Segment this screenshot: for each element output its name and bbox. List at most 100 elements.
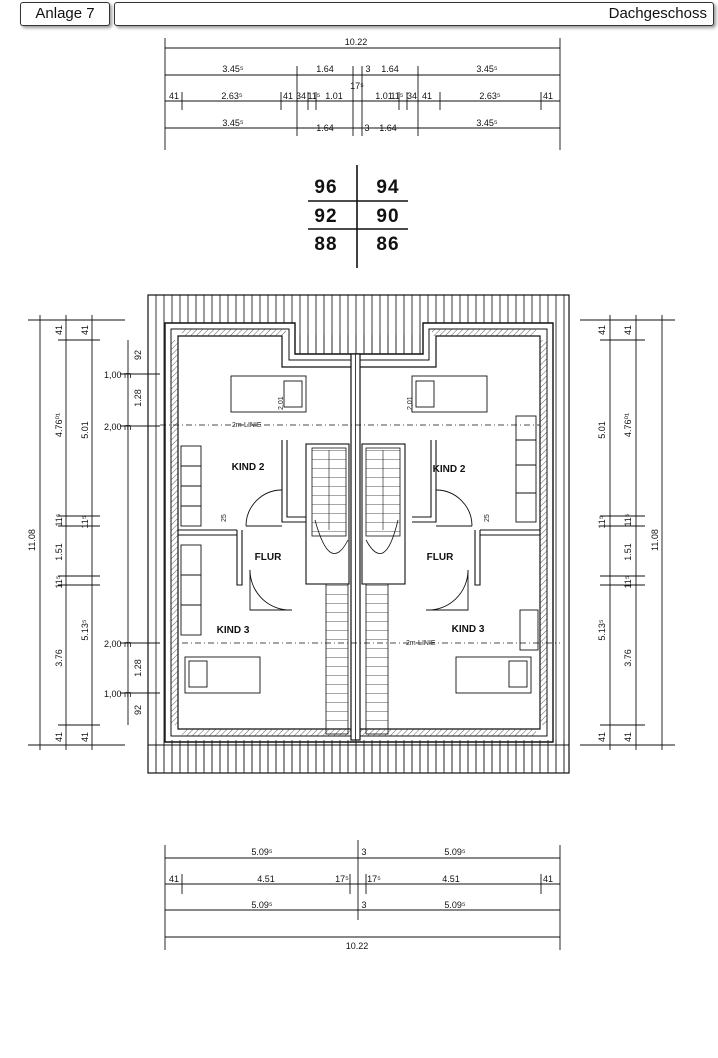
dim-label: 3 xyxy=(361,900,366,910)
level-label: 1,00 m xyxy=(104,370,132,380)
dim-label: 41 xyxy=(422,91,432,101)
bottom-dim-labels: 5.09⁵ 3 5.09⁵ 41 4.51 17⁵ 17⁵ 4.51 41 5.… xyxy=(169,847,553,951)
dim-label: 1.64 xyxy=(381,64,399,74)
dim-label: 17⁵ xyxy=(350,81,364,91)
dim-label: 1.51 xyxy=(623,543,633,561)
dim-label: 1.64 xyxy=(316,64,334,74)
dim-label: 11⁵ xyxy=(307,91,320,101)
dim-label: 2.63⁵ xyxy=(221,91,243,101)
plot-number-grid: 96 94 92 90 88 86 xyxy=(308,165,408,268)
dim-label: 1.28 xyxy=(133,659,143,677)
dim-label: 11⁵ xyxy=(623,575,633,588)
dim-label: 41 xyxy=(54,325,64,335)
dim-label: 41 xyxy=(283,91,293,101)
level-label: 1,00 m xyxy=(104,689,132,699)
plot-number: 92 xyxy=(314,206,337,227)
dim-label: 3 xyxy=(361,847,366,857)
dim-label: 92 xyxy=(133,705,143,715)
bottom-overall-dim: 10.22 xyxy=(346,941,369,951)
plot-number: 88 xyxy=(314,234,337,255)
dim-label: 41 xyxy=(623,325,633,335)
dim-label: 4.76⁰¹ xyxy=(623,413,633,437)
wardrobe-right xyxy=(515,415,537,523)
room-flur-right: FLUR xyxy=(427,552,454,563)
dim-label: 41 xyxy=(543,874,553,884)
stairs xyxy=(311,447,401,735)
top-row2-dims: 41 2.63⁵ 41 34 11⁵ 1.01 1.01 11⁵ 34 41 2… xyxy=(169,91,553,101)
window-dim-left: 2,01 xyxy=(278,396,285,410)
dim-label: 11⁵ xyxy=(390,91,403,101)
dim-label: 1.28 xyxy=(133,389,143,407)
dim-label: 4.51 xyxy=(257,874,275,884)
dim-label: 2.63⁵ xyxy=(479,91,501,101)
room-kind3-right: KIND 3 xyxy=(452,624,485,635)
dim-label: 11⁵ xyxy=(597,515,607,528)
room-kind3-left: KIND 3 xyxy=(217,625,250,636)
dim-label: 11⁵ xyxy=(54,513,64,526)
dim-label: 5.13⁵ xyxy=(80,619,90,641)
dim-label: 1.64 xyxy=(316,123,334,133)
floor-title: Dachgeschoss xyxy=(608,5,707,22)
dim-label: 41 xyxy=(169,874,179,884)
dim-label: 3.45⁵ xyxy=(222,118,244,128)
dim-label: 1.01 xyxy=(375,91,393,101)
attachment-label-text: Anlage 7 xyxy=(35,5,95,22)
room-flur-left: FLUR xyxy=(255,552,282,563)
floor-title-bar: Dachgeschoss xyxy=(114,2,714,26)
dim-label: 41 xyxy=(597,732,607,742)
two-meter-line-label-top: 2m-LINIE xyxy=(232,422,262,429)
dim-label: 11⁵ xyxy=(54,575,64,588)
top-dimension-chain xyxy=(164,38,561,150)
dim-label: 1.01 xyxy=(325,91,343,101)
dim-label: 3.45⁵ xyxy=(476,64,498,74)
level-label: 2,00 m xyxy=(104,639,132,649)
dim-label: 41 xyxy=(169,91,179,101)
shelf-right-lower xyxy=(519,609,539,651)
dim-label: 3.45⁵ xyxy=(222,64,244,74)
plot-number: 90 xyxy=(376,206,399,227)
right-dimension-chain xyxy=(580,315,675,750)
dim-label: 5.09⁵ xyxy=(251,900,273,910)
attachment-label: Anlage 7 xyxy=(20,2,110,26)
dim-label: 3 xyxy=(364,123,369,133)
dim-label: 5.01 xyxy=(80,421,90,439)
top-overall-dim: 10.22 xyxy=(345,37,368,47)
right-overall-dim: 11.08 xyxy=(650,529,660,551)
dim-label: 4.51 xyxy=(442,874,460,884)
level-label: 2,00 m xyxy=(104,422,132,432)
dim-label: 92 xyxy=(133,350,143,360)
dim-label: 41 xyxy=(80,732,90,742)
dim-label: 3.45⁵ xyxy=(476,118,498,128)
plot-number: 94 xyxy=(376,177,399,198)
dim-label: 4.76⁰¹ xyxy=(54,413,64,437)
dim-label: 17⁵ xyxy=(335,874,349,884)
dim-label: 1.51 xyxy=(54,543,64,561)
plot-number: 86 xyxy=(376,234,399,255)
dim-label: 34 xyxy=(407,91,417,101)
dim-label: 5.09⁵ xyxy=(444,900,466,910)
door-dim-right: 25 xyxy=(484,514,491,522)
door-dim-left: 25 xyxy=(221,514,228,522)
dim-label: 41 xyxy=(623,732,633,742)
dim-label: 34 xyxy=(296,91,306,101)
top-row3-dims: 3.45⁵ 1.64 3 1.64 3.45⁵ xyxy=(222,118,498,133)
left-dimension-chain xyxy=(28,315,160,750)
right-dim-labels: 11.08 41 5.01 11⁵ 5.13⁵ 41 41 4.76⁰¹ 11⁵… xyxy=(597,325,660,742)
bottom-dimension-chain xyxy=(164,840,561,950)
dim-label: 5.01 xyxy=(597,421,607,439)
top-row1-dims: 3.45⁵ 1.64 3 1.64 3.45⁵ 17⁵ xyxy=(222,64,498,91)
dim-label: 1.64 xyxy=(379,123,397,133)
room-kind2-right: KIND 2 xyxy=(433,464,466,475)
dim-label: 41 xyxy=(54,732,64,742)
dim-label: 3.76 xyxy=(623,649,633,667)
dim-label: 17⁵ xyxy=(367,874,381,884)
dim-label: 11⁵ xyxy=(623,513,633,526)
two-meter-line-label-bottom: 2m-LINIE xyxy=(406,640,436,647)
dim-label: 11⁵ xyxy=(80,515,90,528)
plot-number: 96 xyxy=(314,177,337,198)
dim-label: 5.13⁵ xyxy=(597,619,607,641)
door-swings xyxy=(245,489,473,611)
two-meter-lines xyxy=(160,424,560,644)
dim-label: 41 xyxy=(80,325,90,335)
